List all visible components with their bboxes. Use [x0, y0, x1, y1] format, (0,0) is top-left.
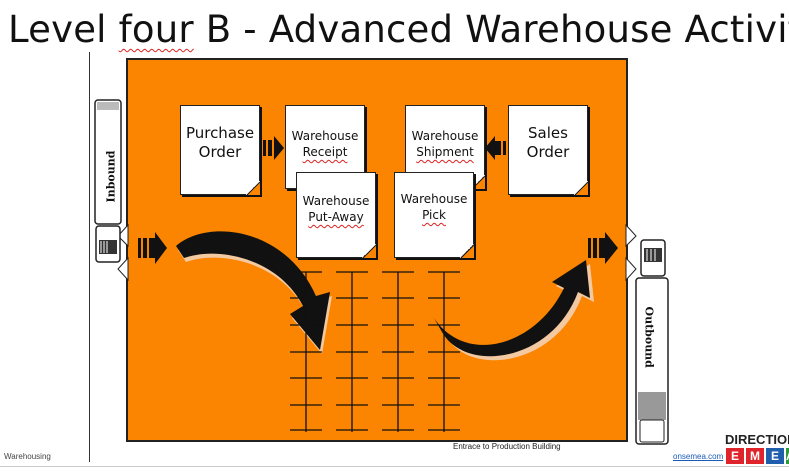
warehouse-putaway-document: Warehouse Put-Away — [296, 172, 376, 258]
outbound-truck-icon — [635, 239, 669, 445]
logo-letter-e2: E — [766, 448, 784, 464]
footer-section-label: Warehousing — [4, 452, 51, 461]
warehouse-shipment-line2: Shipment — [416, 145, 474, 159]
logo-letter-e: E — [726, 448, 744, 464]
warehouse-putaway-line1: Warehouse — [302, 194, 370, 208]
logo-letter-a: A — [786, 448, 789, 464]
storage-racks — [290, 271, 460, 432]
footer-website-link[interactable]: onsemea.com — [673, 452, 724, 461]
entrance-label: Entrace to Production Building — [453, 442, 561, 451]
arrow-po-to-receipt-icon — [263, 136, 284, 160]
footer-divider — [0, 466, 789, 467]
title-prefix: Level — [8, 8, 119, 51]
page-fold-icon — [362, 244, 376, 258]
warehouse-receipt-line2: Receipt — [302, 145, 348, 159]
purchase-order-document: Purchase Order — [180, 105, 260, 195]
arrow-inbound-entry-icon — [138, 232, 167, 264]
sales-order-line1: Sales — [528, 124, 568, 142]
page-title: Level four B - Advanced Warehouse Activi… — [8, 8, 789, 51]
sales-order-document: Sales Order — [508, 105, 588, 195]
purchase-order-line2: Order — [198, 143, 242, 161]
page-fold-icon — [246, 181, 260, 195]
warehouse-receipt-line1: Warehouse — [291, 129, 359, 143]
title-suffix: B - Advanced Warehouse Activity — [193, 8, 789, 51]
title-underlined-word: four — [118, 8, 194, 51]
page-fold-icon — [471, 175, 485, 189]
warehouse-pick-line1: Warehouse — [400, 192, 468, 206]
pick-curved-arrow-icon — [434, 260, 594, 361]
arrow-so-to-shipment-icon — [485, 136, 506, 160]
logo-wordmark: DIRECTIONS — [725, 432, 789, 447]
warehouse-pick-line2: Pick — [422, 208, 446, 222]
warehouse-putaway-line2: Put-Away — [308, 210, 364, 224]
purchase-order-line1: Purchase — [185, 124, 255, 142]
warehouse-pick-document: Warehouse Pick — [394, 172, 474, 258]
inbound-dock-notches — [117, 223, 129, 282]
page-fold-icon — [574, 181, 588, 195]
left-divider — [89, 52, 90, 462]
warehouse-shipment-line1: Warehouse — [411, 129, 479, 143]
inbound-label: Inbound — [104, 150, 118, 203]
inbound-truck-icon — [94, 99, 122, 263]
outbound-label: Outbound — [642, 306, 656, 368]
sales-order-line2: Order — [526, 143, 570, 161]
outbound-dock-notches — [625, 223, 637, 282]
logo-letter-m: M — [746, 448, 764, 464]
putaway-curved-arrow-icon — [176, 231, 332, 354]
page-fold-icon — [460, 244, 474, 258]
arrow-outbound-exit-icon — [588, 232, 618, 264]
